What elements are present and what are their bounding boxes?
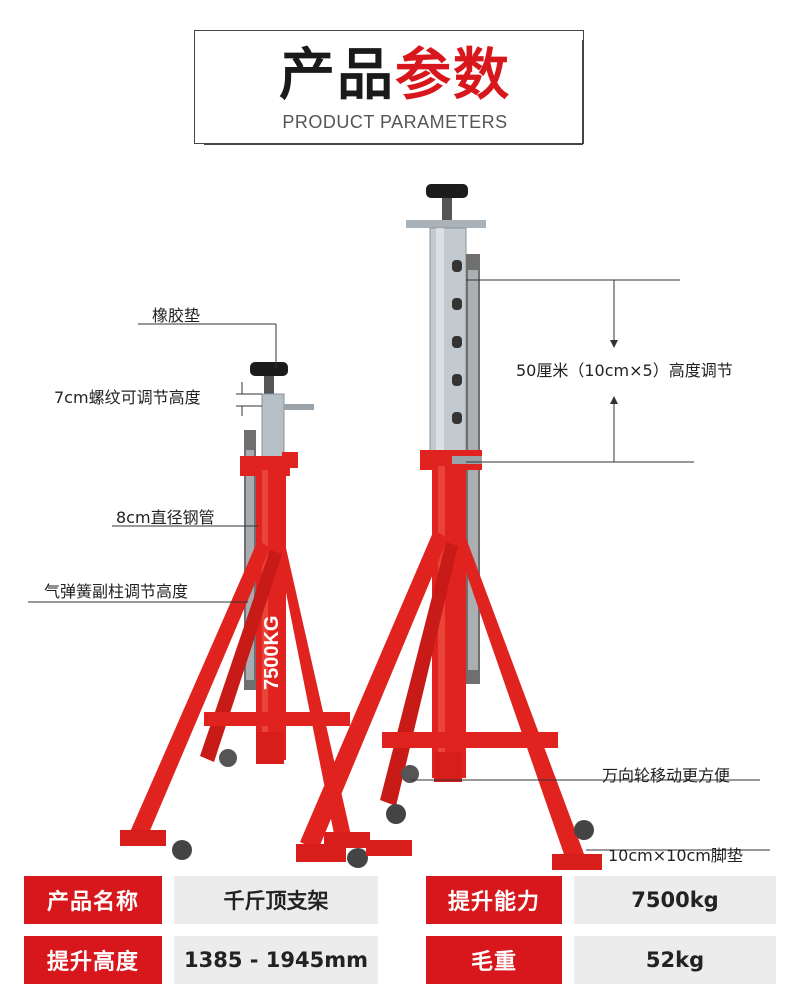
jack-stand-illustration: 7500KG xyxy=(28,184,770,870)
steel-tube-label: 8cm直径钢管 xyxy=(116,508,215,527)
header-frame-outer xyxy=(194,30,584,144)
page-subtitle: PRODUCT PARAMETERS xyxy=(282,112,508,132)
gas-spring-label: 气弹簧副柱调节高度 xyxy=(44,582,189,601)
annotation-arrows xyxy=(610,340,618,404)
casters-label: 万向轮移动更方便 xyxy=(602,766,731,785)
header-frame-inner xyxy=(204,40,583,145)
tall-jack-stand xyxy=(296,184,602,870)
page-title: 产品参数 xyxy=(0,44,790,108)
title-part-red: 参数 xyxy=(395,43,511,108)
small-jack-stand xyxy=(120,362,370,868)
spec-value-lift-capacity: 7500kg xyxy=(574,876,776,924)
rubber-pad-label: 橡胶垫 xyxy=(152,306,201,325)
foot-pad-label: 10cm×10cm脚垫 xyxy=(608,846,743,865)
spec-label-gross-weight: 毛重 xyxy=(426,936,562,984)
spec-value-product-name: 千斤顶支架 xyxy=(174,876,378,924)
capacity-marking: 7500KG xyxy=(261,616,283,691)
annotation-lines xyxy=(28,279,770,851)
title-part-black: 产品 xyxy=(279,43,395,108)
spec-value-lift-height: 1385 - 1945mm xyxy=(174,936,378,984)
spec-label-lift-height: 提升高度 xyxy=(24,936,162,984)
thread-adjust-label: 7cm螺纹可调节高度 xyxy=(54,388,201,407)
spec-label-lift-capacity: 提升能力 xyxy=(426,876,562,924)
spec-label-product-name: 产品名称 xyxy=(24,876,162,924)
spec-value-gross-weight: 52kg xyxy=(574,936,776,984)
height-adjust-label: 50厘米（10cm×5）高度调节 xyxy=(516,361,733,380)
